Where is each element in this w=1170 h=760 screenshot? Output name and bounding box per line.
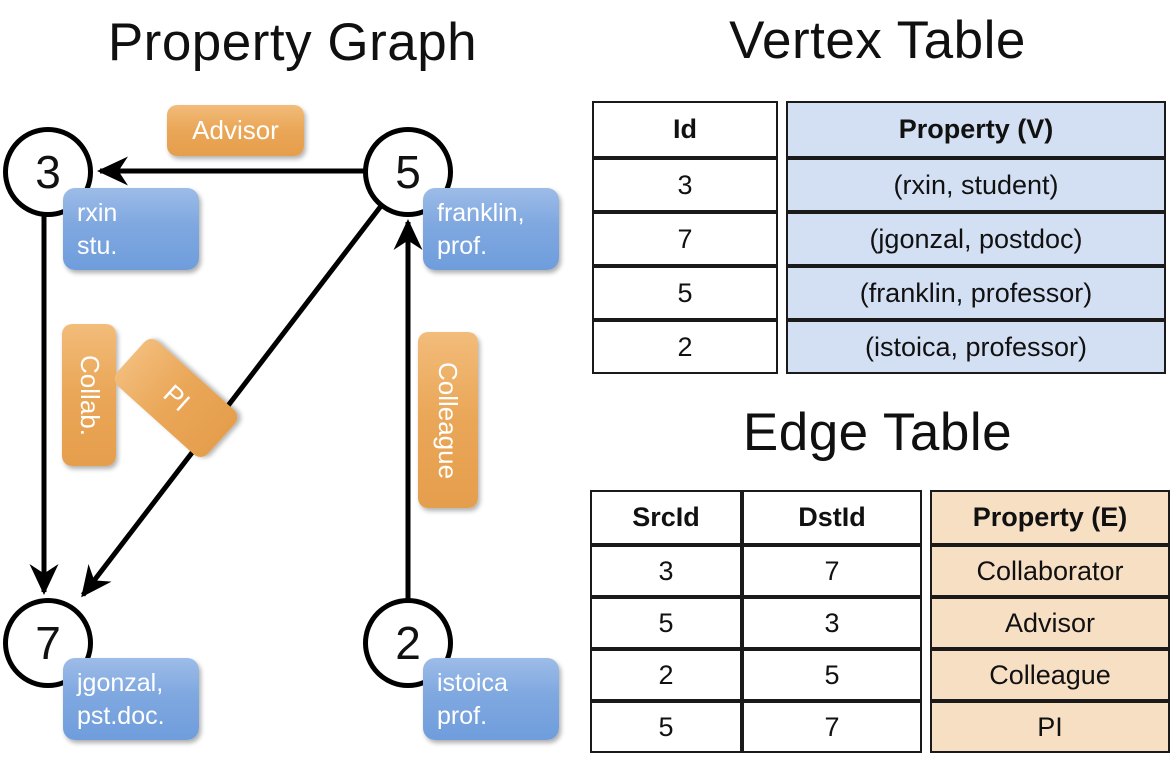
page-title-vertex-table: Vertex Table (729, 11, 1026, 70)
vertex-table-header-property: Property (V) (786, 101, 1166, 158)
edge-table-row[interactable]: 2 5 Colleague (590, 649, 1170, 701)
edge-table-column-gap (922, 545, 930, 597)
graph-edges (29, 156, 423, 600)
edge-pi-5-to-7 (81, 204, 383, 598)
edge-table-cell-property: Advisor (930, 597, 1170, 649)
edge-label-advisor: Advisor (167, 105, 304, 156)
edge-table: SrcId DstId Property (E) 3 7 Collaborato… (590, 490, 1170, 753)
vertex-table-header-id: Id (592, 101, 778, 158)
vertex-table-cell-property: (istoica, professor) (786, 320, 1166, 374)
node-property-jgonzal-line2: pst.doc. (77, 702, 165, 730)
edge-table-cell-dstid: 7 (742, 701, 922, 753)
vertex-table-row[interactable]: 3 (rxin, student) (592, 158, 1166, 212)
node-property-rxin-line2: stu. (77, 232, 118, 260)
edge-table-row[interactable]: 5 7 PI (590, 701, 1170, 753)
edge-table-column-gap (922, 701, 930, 753)
vertex-table-cell-property: (rxin, student) (786, 158, 1166, 212)
vertex-table-column-gap (778, 266, 786, 320)
node-property-jgonzal-line1: jgonzal, (77, 669, 164, 697)
vertex-table-column-gap (778, 101, 786, 158)
edge-label-advisor-text: Advisor (192, 115, 279, 145)
node-property-box-istoica: istoica prof. (423, 658, 559, 740)
vertex-table-cell-id: 2 (592, 320, 778, 374)
vertex-table-row[interactable]: 5 (franklin, professor) (592, 266, 1166, 320)
edge-label-colleague-text: Colleague (433, 361, 464, 479)
graph-node-2-label: 2 (395, 617, 421, 669)
edge-label-collab: Collab. (62, 324, 116, 466)
vertex-table-header-row: Id Property (V) (592, 101, 1166, 158)
vertex-table-cell-id: 5 (592, 266, 778, 320)
edge-table-header-srcid: SrcId (590, 490, 742, 545)
vertex-table-column-gap (778, 158, 786, 212)
vertex-table-cell-property: (franklin, professor) (786, 266, 1166, 320)
edge-table-column-gap (922, 490, 930, 545)
edge-table-cell-dstid: 5 (742, 649, 922, 701)
edge-table-column-gap (922, 649, 930, 701)
edge-label-colleague: Colleague (418, 332, 478, 508)
edge-table-header-row: SrcId DstId Property (E) (590, 490, 1170, 545)
edge-table-cell-dstid: 7 (742, 545, 922, 597)
node-property-istoica-line1: istoica (437, 669, 508, 697)
edge-table-row[interactable]: 5 3 Advisor (590, 597, 1170, 649)
edge-label-collab-text: Collab. (74, 354, 105, 436)
vertex-table-cell-property: (jgonzal, postdoc) (786, 212, 1166, 266)
edge-table-cell-property: Collaborator (930, 545, 1170, 597)
edge-table-cell-srcid: 5 (590, 701, 742, 753)
node-property-box-jgonzal: jgonzal, pst.doc. (63, 658, 199, 740)
vertex-table: Id Property (V) 3 (rxin, student) 7 (jgo… (592, 101, 1166, 374)
edge-table-cell-srcid: 2 (590, 649, 742, 701)
edge-table-column-gap (922, 597, 930, 649)
vertex-table-cell-id: 3 (592, 158, 778, 212)
edge-table-cell-property: Colleague (930, 649, 1170, 701)
vertex-table-row[interactable]: 2 (istoica, professor) (592, 320, 1166, 374)
page-title-edge-table: Edge Table (742, 403, 1013, 462)
edge-label-pi-text: PI (157, 378, 196, 418)
node-property-franklin-line2: prof. (437, 232, 488, 260)
vertex-table-column-gap (778, 320, 786, 374)
edge-table-header-property: Property (E) (930, 490, 1170, 545)
edge-table-header-dstid: DstId (742, 490, 922, 545)
edge-table-cell-srcid: 5 (590, 597, 742, 649)
graph-node-7-label: 7 (35, 617, 61, 669)
node-property-istoica-line2: prof. (437, 702, 488, 730)
edge-table-cell-srcid: 3 (590, 545, 742, 597)
graph-node-3-label: 3 (35, 146, 61, 198)
vertex-table-cell-id: 7 (592, 212, 778, 266)
vertex-table-column-gap (778, 212, 786, 266)
node-property-box-franklin: franklin, prof. (423, 188, 559, 270)
graph-node-5[interactable]: 5 (363, 127, 453, 217)
page-title-property-graph: Property Graph (107, 13, 478, 72)
edge-table-cell-dstid: 3 (742, 597, 922, 649)
edge-table-row[interactable]: 3 7 Collaborator (590, 545, 1170, 597)
vertex-table-row[interactable]: 7 (jgonzal, postdoc) (592, 212, 1166, 266)
node-property-rxin-line1: rxin (77, 199, 118, 227)
node-property-franklin-line1: franklin, (437, 199, 525, 227)
node-property-box-rxin: rxin stu. (63, 188, 199, 270)
edge-table-cell-property: PI (930, 701, 1170, 753)
graph-node-5-label: 5 (395, 146, 421, 198)
graph-node-2[interactable]: 2 (363, 598, 453, 688)
